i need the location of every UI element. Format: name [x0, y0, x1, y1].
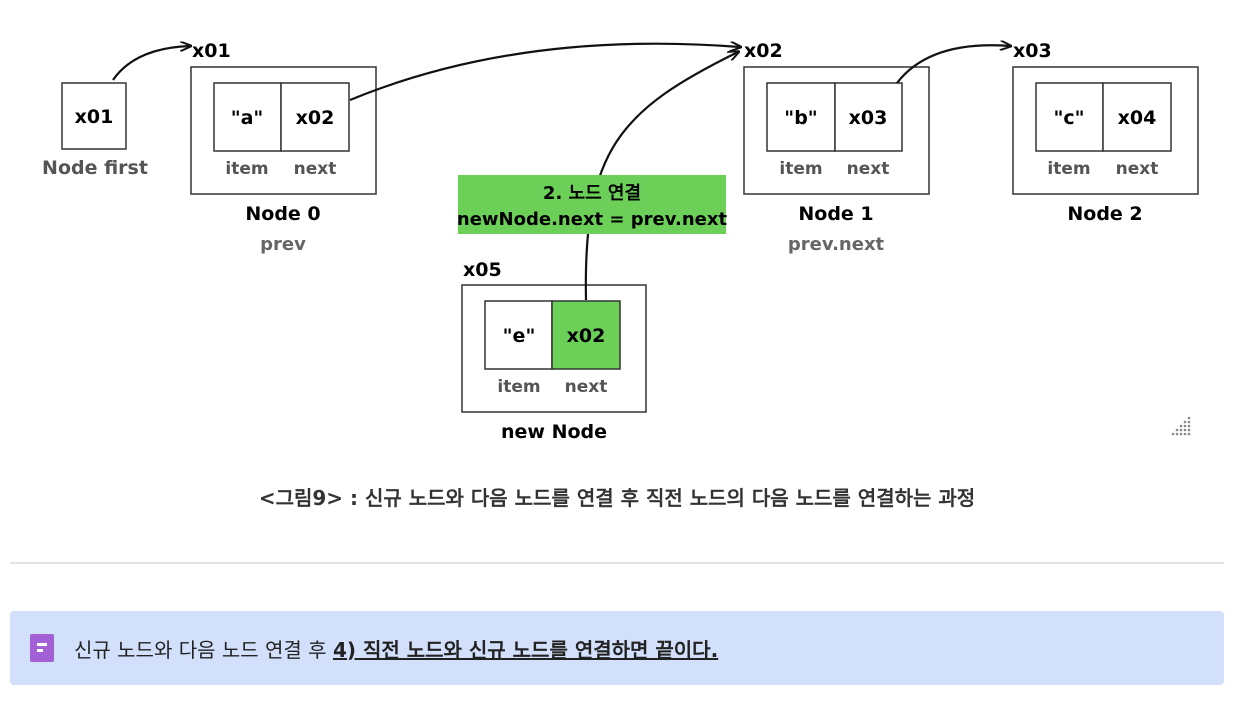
- node-0-address: x01: [192, 40, 231, 62]
- step-label-line2: newNode.next = prev.next: [457, 209, 728, 230]
- linked-list-diagram: x01 Node first x01 "a" x02 item next Nod…: [42, 40, 1199, 443]
- callout-plain: 신규 노드와 다음 노드 연결 후: [74, 637, 333, 662]
- node-2-name: Node 2: [1067, 203, 1142, 225]
- callout-text: 신규 노드와 다음 노드 연결 후 4) 직전 노드와 신규 노드를 연결하면 …: [74, 634, 718, 663]
- arrow-node-1-to-node-2: [896, 45, 1010, 84]
- node-1-next-label: next: [847, 159, 890, 179]
- node-2: x03 "c" x04 item next Node 2: [1012, 40, 1199, 225]
- node-2-next-label: next: [1116, 159, 1159, 179]
- node-0-next-label: next: [294, 159, 337, 179]
- new-node-address: x05: [463, 259, 502, 281]
- node-0: x01 "a" x02 item next Node 0 prev: [190, 40, 377, 255]
- first-pointer: x01 Node first: [42, 82, 148, 179]
- divider: [10, 562, 1224, 564]
- node-1-address: x02: [744, 40, 783, 62]
- arrow-first-to-node-0: [112, 46, 190, 81]
- step-label: 2. 노드 연결 newNode.next = prev.next: [457, 175, 728, 234]
- node-1-item: "b": [784, 107, 817, 129]
- node-1-role: prev.next: [788, 234, 885, 255]
- node-2-next: x04: [1118, 107, 1157, 129]
- memo-icon: [30, 634, 54, 662]
- first-pointer-value: x01: [75, 106, 114, 128]
- node-1-next: x03: [849, 107, 888, 129]
- node-2-address: x03: [1013, 40, 1052, 62]
- new-node-item: "e": [503, 325, 536, 347]
- resize-handle-icon[interactable]: [1171, 416, 1191, 436]
- node-1-name: Node 1: [798, 203, 873, 225]
- node-1-item-label: item: [779, 159, 822, 179]
- node-0-name: Node 0: [245, 203, 320, 225]
- new-node-name: new Node: [501, 421, 607, 443]
- node-1: x02 "b" x03 item next Node 1 prev.next: [743, 40, 930, 255]
- node-0-item-label: item: [225, 159, 268, 179]
- arrow-node-0-to-node-1: [349, 44, 740, 102]
- node-0-next: x02: [296, 107, 335, 129]
- node-2-item-label: item: [1047, 159, 1090, 179]
- node-0-role: prev: [260, 234, 306, 255]
- new-node-next: x02: [567, 325, 606, 347]
- node-2-item: "c": [1053, 107, 1084, 129]
- new-node-next-cell: [551, 300, 621, 370]
- first-pointer-label: Node first: [42, 157, 148, 179]
- callout-box: 신규 노드와 다음 노드 연결 후 4) 직전 노드와 신규 노드를 연결하면 …: [10, 611, 1224, 685]
- figure-caption: <그림9> : 신규 노드와 다음 노드를 연결 후 직전 노드의 다음 노드를…: [258, 486, 976, 510]
- arrow-new-node-to-node-1: [584, 52, 738, 301]
- node-0-item: "a": [231, 107, 264, 129]
- new-node: x05 "e" x02 item next new Node: [461, 259, 647, 443]
- new-node-next-label: next: [565, 377, 608, 397]
- callout-strong: 4) 직전 노드와 신규 노드를 연결하면 끝이다.: [332, 637, 719, 662]
- new-node-item-label: item: [497, 377, 540, 397]
- step-label-line1: 2. 노드 연결: [543, 183, 641, 204]
